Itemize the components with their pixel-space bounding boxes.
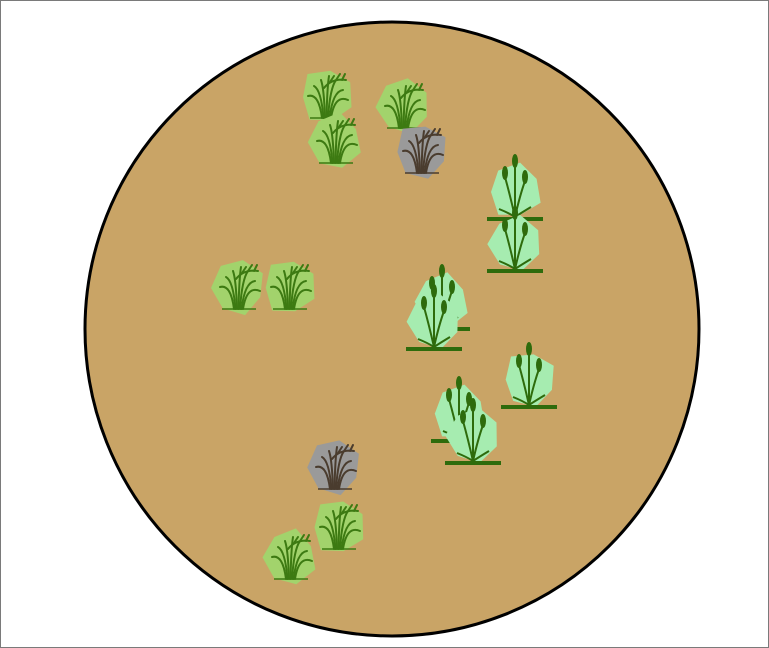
grass-tile[interactable] <box>315 502 364 552</box>
